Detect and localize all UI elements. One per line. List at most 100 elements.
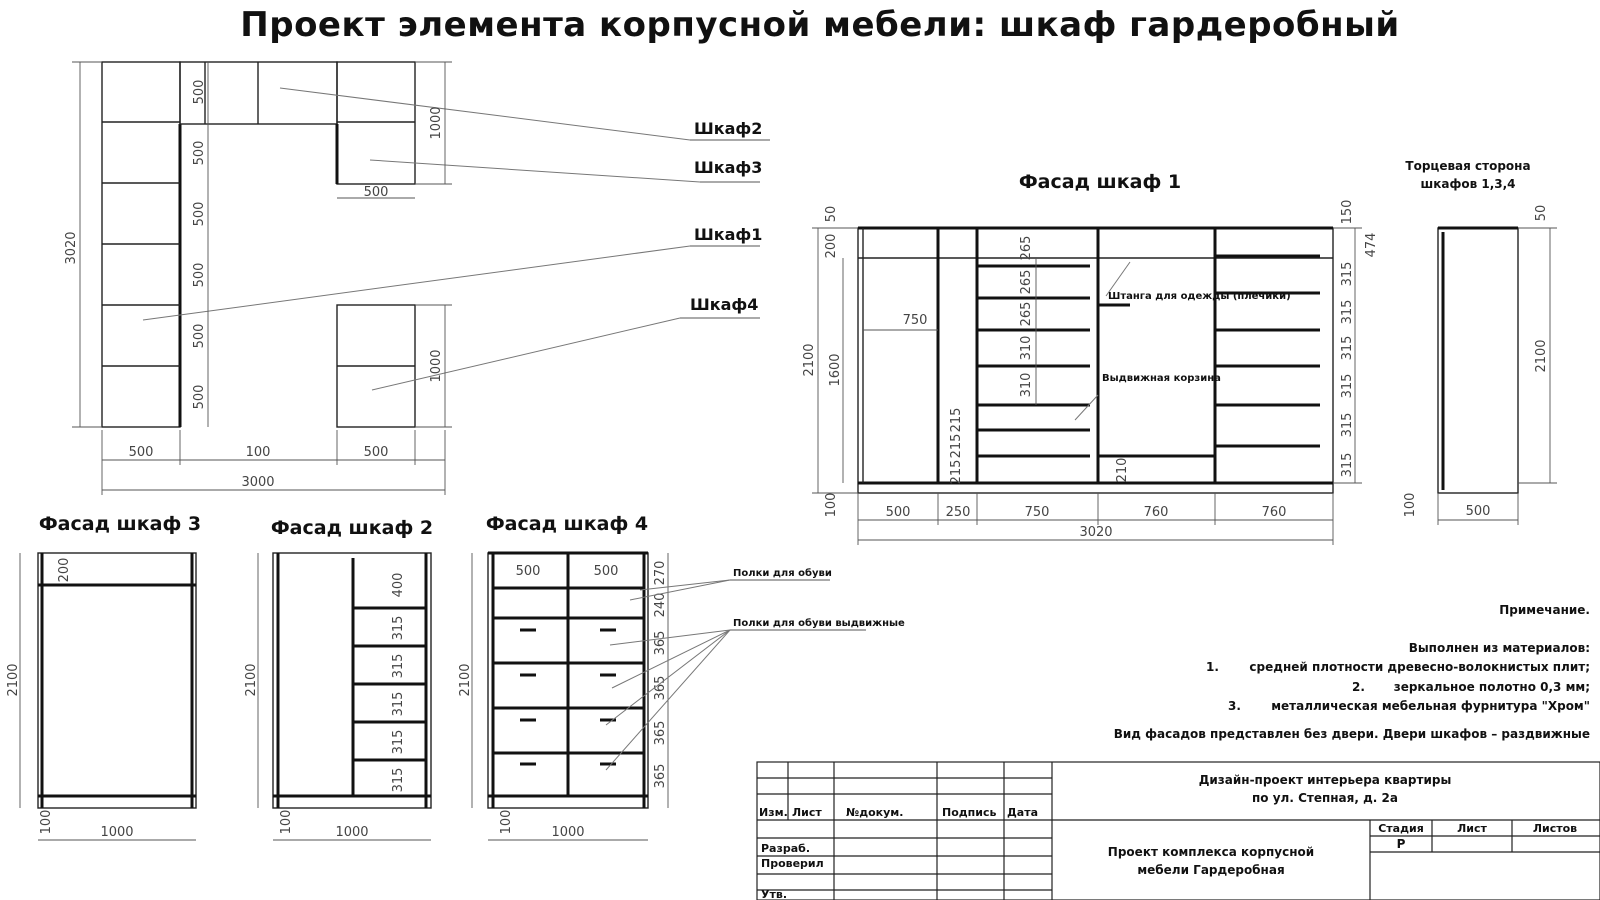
- f3-dim-width: 1000: [100, 825, 133, 840]
- f3-dim-100: 100: [39, 810, 54, 835]
- plan-dim-bottom-1: 500: [129, 445, 154, 460]
- side-view: Торцевая сторона шкафов 1,3,4 2100 50 10…: [1403, 159, 1557, 525]
- f1-dim-total: 3020: [1079, 525, 1112, 540]
- f1-dim-474: 474: [1364, 233, 1379, 258]
- f1-dim-bottom-750: 750: [1025, 505, 1050, 520]
- f2-dim-315-a: 315: [391, 616, 406, 641]
- tb-col-izm: Изм.: [759, 806, 788, 819]
- tb-role-checker: Проверил: [761, 857, 824, 870]
- side-dim-100: 100: [1403, 493, 1418, 518]
- f1-dim-200: 200: [824, 234, 839, 259]
- tb-col-doc: №докум.: [846, 806, 903, 819]
- f1-dim-265-a: 265: [1019, 236, 1034, 261]
- f4-dim-365-a: 365: [653, 631, 668, 656]
- f1-dim-bottom-760-b: 760: [1262, 505, 1287, 520]
- f2-dim-100: 100: [279, 810, 294, 835]
- f4-dim-100: 100: [499, 810, 514, 835]
- facade-3-heading: Фасад шкаф 3: [39, 513, 201, 535]
- plan-dim-height: 3020: [64, 231, 79, 264]
- f1-dim-265-c: 265: [1019, 302, 1034, 327]
- notes-item-2-num: 2.: [1352, 680, 1365, 694]
- f2-dim-315-d: 315: [391, 730, 406, 755]
- f1-note-basket: Выдвижная корзина: [1102, 373, 1221, 384]
- f1-dim-215-b: 215: [949, 434, 964, 459]
- notes-item-1: средней плотности древесно-волокнистых п…: [1249, 660, 1590, 674]
- f1-dim-bottom-250: 250: [946, 505, 971, 520]
- f2-dim-315-c: 315: [391, 692, 406, 717]
- f1-dim-bottom-760-a: 760: [1144, 505, 1169, 520]
- f1-dim-315-c: 315: [1340, 336, 1355, 361]
- tb-project-line-1: Дизайн-проект интерьера квартиры: [1199, 773, 1452, 787]
- facade-cabinet-2: Фасад шкаф 2 400 315 315 315 315 315 210…: [244, 517, 433, 841]
- facade-2-heading: Фасад шкаф 2: [271, 517, 433, 539]
- tb-stage-header: Стадия: [1378, 822, 1424, 835]
- f1-dim-height: 2100: [802, 343, 817, 376]
- notes-footer: Вид фасадов представлен без двери. Двери…: [1114, 727, 1590, 741]
- f2-dim-height: 2100: [244, 663, 259, 696]
- notes-item-1-num: 1.: [1206, 660, 1219, 674]
- facade-cabinet-4: Фасад шкаф 4 500 500 270 240 365 365 365…: [458, 513, 905, 841]
- label-cabinet-4: Шкаф4: [690, 295, 758, 314]
- notes-heading: Примечание.: [1499, 603, 1590, 617]
- side-dim-width: 500: [1466, 504, 1491, 519]
- tb-sheet-header: Лист: [1457, 822, 1487, 835]
- tb-stage-value: Р: [1397, 837, 1406, 851]
- f4-dim-500-b: 500: [594, 564, 619, 579]
- f2-dim-315-b: 315: [391, 654, 406, 679]
- facade-cabinet-3: Фасад шкаф 3 200 2100 100 1000: [6, 513, 201, 841]
- label-cabinet-2: Шкаф2: [694, 119, 762, 138]
- plan-view: Шкаф2 Шкаф3 Шкаф1 Шкаф4 3020 500 500 500…: [64, 61, 770, 495]
- f2-dim-width: 1000: [335, 825, 368, 840]
- f1-dim-150: 150: [1340, 200, 1355, 225]
- f1-dim-750-inner: 750: [903, 313, 928, 328]
- f4-dim-365-c: 365: [653, 721, 668, 746]
- tb-col-list: Лист: [792, 806, 822, 819]
- f4-dim-365-d: 365: [653, 764, 668, 789]
- label-cabinet-1: Шкаф1: [694, 225, 762, 244]
- tb-role-developer: Разраб.: [761, 842, 810, 855]
- notes-item-3: металлическая мебельная фурнитура "Хром": [1271, 699, 1590, 713]
- facade-cabinet-1: Фасад шкаф 1 750 Штанга для одежды (п: [802, 171, 1379, 545]
- f1-dim-50: 50: [824, 206, 839, 223]
- f4-callout-pullout-shelves: Полки для обуви выдвижные: [733, 617, 905, 629]
- plan-dim-cab3-width: 500: [364, 185, 389, 200]
- label-cabinet-3: Шкаф3: [694, 158, 762, 177]
- tb-col-date: Дата: [1007, 806, 1038, 819]
- page-title: Проект элемента корпусной мебели: шкаф г…: [240, 5, 1399, 45]
- tb-sheets-header: Листов: [1533, 822, 1577, 835]
- f1-dim-315-e: 315: [1340, 413, 1355, 438]
- f4-dim-240: 240: [653, 593, 668, 618]
- plan-dim-bottom-3: 500: [364, 445, 389, 460]
- side-dim-height: 2100: [1534, 339, 1549, 372]
- tb-role-approved: Утв.: [761, 888, 787, 900]
- plan-dim-seg-6: 500: [192, 385, 207, 410]
- f4-dim-500-a: 500: [516, 564, 541, 579]
- f1-dim-315-a: 315: [1340, 262, 1355, 287]
- f1-dim-265-b: 265: [1019, 270, 1034, 295]
- plan-cabinet-3: [336, 61, 416, 185]
- f4-callout-shoe-shelves: Полки для обуви: [733, 567, 832, 579]
- notes-intro: Выполнен из материалов:: [1409, 641, 1590, 655]
- tb-project-line-2: по ул. Степная, д. 2а: [1252, 791, 1398, 805]
- f1-dim-315-b: 315: [1340, 300, 1355, 325]
- f1-dim-315-d: 315: [1340, 374, 1355, 399]
- tb-sheet-line-1: Проект комплекса корпусной: [1108, 845, 1314, 859]
- f1-dim-310-b: 310: [1019, 373, 1034, 398]
- f1-dim-210: 210: [1115, 458, 1130, 483]
- f3-dim-height: 2100: [6, 663, 21, 696]
- plan-dim-seg-2: 500: [192, 141, 207, 166]
- side-dim-50: 50: [1534, 205, 1549, 222]
- f1-dim-315-f: 315: [1340, 453, 1355, 478]
- f4-dim-height: 2100: [458, 663, 473, 696]
- notes-item-3-num: 3.: [1228, 699, 1241, 713]
- plan-dim-seg-4: 500: [192, 263, 207, 288]
- f1-dim-310-a: 310: [1019, 336, 1034, 361]
- facade-1-heading: Фасад шкаф 1: [1019, 171, 1181, 193]
- f1-note-rail: Штанга для одежды (плечики): [1108, 291, 1291, 302]
- title-block: Изм. Лист №докум. Подпись Дата Разраб. П…: [756, 761, 1600, 900]
- f1-dim-bottom-500: 500: [886, 505, 911, 520]
- f1-dim-215-a: 215: [949, 408, 964, 433]
- tb-col-sign: Подпись: [942, 806, 996, 819]
- plan-dim-bottom-2: 100: [246, 445, 271, 460]
- notes-item-2: зеркальное полотно 0,3 мм;: [1394, 680, 1590, 694]
